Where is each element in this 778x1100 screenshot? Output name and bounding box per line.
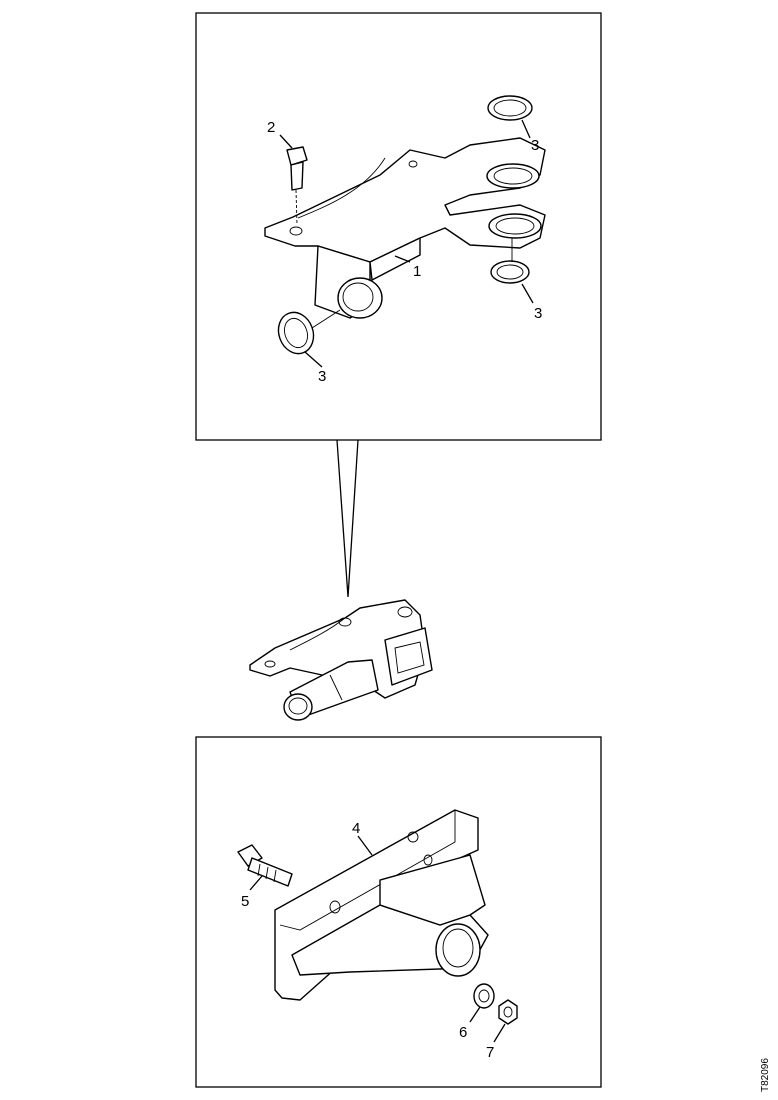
lower-detail-frame (195, 736, 602, 1088)
callout-3-left: 3 (318, 368, 326, 385)
callout-4: 4 (352, 820, 360, 837)
bolt-part-2 (286, 146, 308, 226)
ring-part-3-right (490, 238, 530, 284)
nut-part-7 (498, 999, 518, 1025)
callout-6: 6 (459, 1024, 467, 1041)
callout-1: 1 (413, 263, 421, 280)
callout-3-right: 3 (534, 305, 542, 322)
washer-part-6 (473, 983, 495, 1009)
callout-5: 5 (241, 893, 249, 910)
figure-number: T82096 (760, 1058, 771, 1092)
ring-part-3-top (487, 95, 533, 121)
upper-detail-panel: 2 1 3 3 3 (195, 12, 602, 441)
callout-3-top: 3 (531, 137, 539, 154)
ring-part-3-left (277, 309, 341, 355)
callout-7: 7 (486, 1044, 494, 1061)
bracket-part (264, 137, 546, 319)
assembly-overview (249, 599, 433, 721)
lower-detail-panel: 4 5 6 7 (195, 736, 602, 1088)
detail-pointer (336, 439, 359, 598)
bolt-part-5 (237, 844, 293, 887)
callout-2: 2 (267, 119, 275, 136)
upper-detail-frame (195, 12, 602, 441)
mounting-plate-part-4 (274, 809, 489, 1001)
